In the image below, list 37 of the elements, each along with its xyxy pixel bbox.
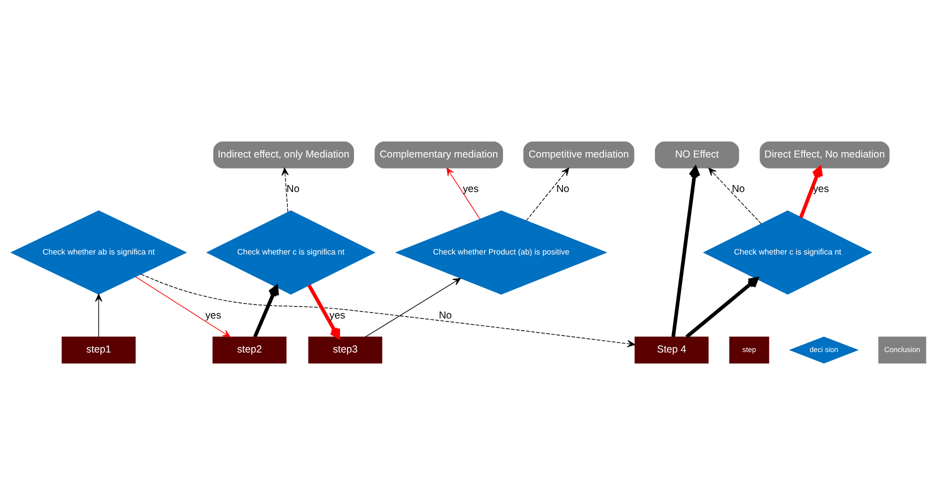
- node-diamond: Check whether c is significa nt: [702, 210, 872, 294]
- arrow: [799, 166, 823, 218]
- node-box: Step 4: [634, 336, 709, 363]
- edge-label: No: [732, 184, 745, 195]
- node-box: step1: [62, 336, 136, 363]
- node-diamond: Check whether ab is significa nt: [10, 210, 188, 294]
- arrow: [446, 167, 480, 219]
- node-box: Direct Effect, No mediation: [760, 141, 890, 168]
- node-diamond: Check whether c is significa nt: [206, 210, 376, 294]
- arrow: [253, 284, 280, 338]
- node-box: Competitive mediation: [523, 141, 634, 168]
- arrow: [671, 166, 700, 337]
- arrow: [281, 167, 289, 212]
- edge-label: No: [286, 184, 300, 195]
- edge-label: yes: [462, 184, 479, 195]
- node-box: step2: [212, 336, 287, 363]
- legend-label: step: [742, 344, 756, 354]
- node-diamond: Check whether Product (ab) is positive: [394, 210, 608, 294]
- arrow: [95, 293, 102, 337]
- arrow: [364, 277, 461, 337]
- edge-label: yes: [205, 310, 222, 321]
- arrow: [140, 273, 636, 347]
- edge-label: No: [438, 310, 452, 321]
- arrow: [135, 276, 230, 337]
- node-box: Indirect effect, only Mediation: [213, 141, 354, 168]
- edge-label: yes: [813, 184, 829, 195]
- node-box: NO Effect: [654, 141, 740, 168]
- arrow: [307, 284, 340, 338]
- legend-label: deci sion: [810, 344, 838, 354]
- node-box: Complementary mediation: [374, 141, 503, 168]
- arrow: [685, 276, 758, 338]
- node-box: step3: [308, 336, 382, 363]
- arrow: [708, 167, 762, 224]
- arrow: [526, 167, 570, 220]
- legend-label: Conclusion: [884, 344, 920, 354]
- edge-label: No: [556, 184, 570, 195]
- edge-label: yes: [329, 310, 346, 321]
